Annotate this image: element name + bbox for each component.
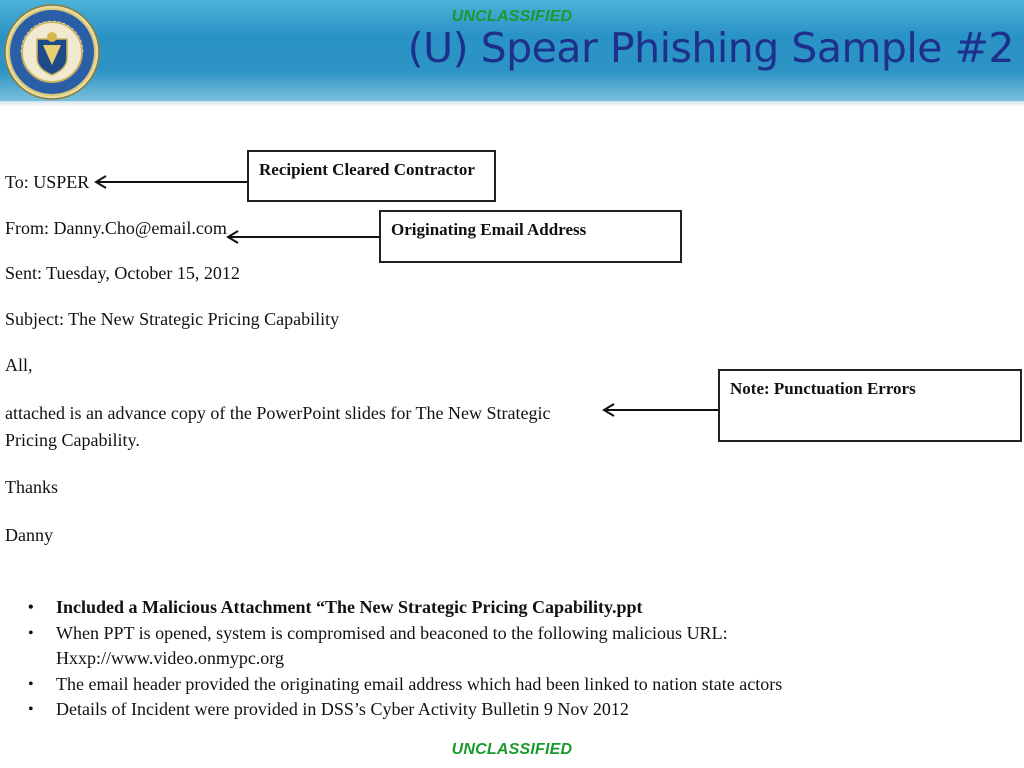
- malicious-url: Hxxp://www.video.onmypc.org: [56, 648, 284, 668]
- email-closing: Thanks: [5, 477, 58, 497]
- email-signature: Danny: [5, 525, 53, 545]
- bullet-dot-icon: •: [28, 624, 34, 642]
- email-to-line: To: USPER: [5, 172, 90, 192]
- email-from-line: From: Danny.Cho@email.com: [5, 218, 227, 238]
- bullet-item: •Included a Malicious Attachment “The Ne…: [28, 595, 928, 621]
- banner-shadow: [0, 101, 1024, 107]
- arrow-head-originating: [226, 230, 239, 244]
- bullet-item: •Details of Incident were provided in DS…: [28, 697, 928, 723]
- page-title: (U) Spear Phishing Sample #2: [407, 24, 1015, 72]
- callout-recipient: Recipient Cleared Contractor: [247, 150, 496, 202]
- bullet-item: •When PPT is opened, system is compromis…: [28, 622, 728, 669]
- bullet-dot-icon: •: [28, 675, 34, 693]
- email-subject-line: Subject: The New Strategic Pricing Capab…: [5, 309, 340, 329]
- callout-originating-address: Originating Email Address: [379, 210, 682, 263]
- bullet-item: •The email header provided the originati…: [28, 672, 928, 698]
- incident-bullet-list: •Included a Malicious Attachment “The Ne…: [28, 595, 928, 723]
- header-banner: [0, 0, 1024, 101]
- bullet-dot-icon: •: [28, 701, 34, 718]
- callout-punctuation-errors: Note: Punctuation Errors: [718, 369, 1022, 442]
- email-sent-line: Sent: Tuesday, October 15, 2012: [5, 263, 240, 283]
- classification-top: UNCLASSIFIED: [451, 8, 573, 25]
- arrow-head-recipient: [94, 175, 107, 189]
- dss-seal-logo: [4, 4, 100, 100]
- email-greeting: All,: [5, 355, 33, 375]
- bullet-dot-icon: •: [28, 599, 34, 616]
- classification-bottom: UNCLASSIFIED: [451, 741, 573, 758]
- arrow-head-punctuation: [602, 403, 615, 417]
- email-body: attached is an advance copy of the Power…: [5, 403, 551, 450]
